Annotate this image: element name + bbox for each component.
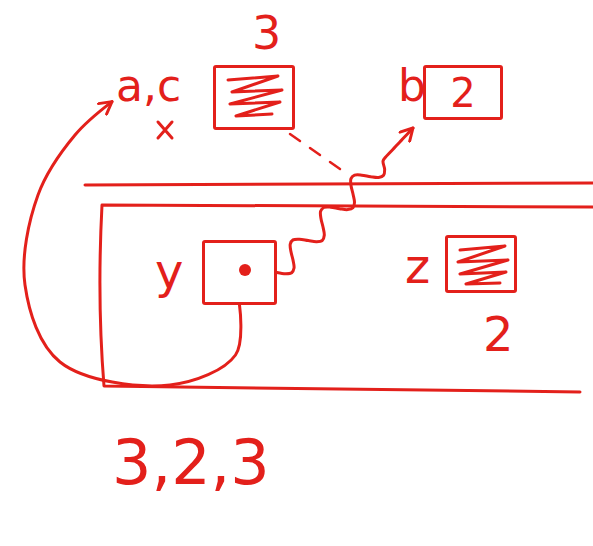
crossed-out-value	[228, 76, 282, 116]
cross-mark	[158, 122, 172, 138]
dashed-old-reference	[290, 134, 340, 169]
new-value: 3	[252, 10, 281, 56]
reference-arrow	[24, 102, 241, 386]
variable-name: a,c	[116, 64, 181, 108]
reference-dot	[239, 264, 251, 276]
variable-box: z2	[405, 232, 525, 367]
variable-name: b	[398, 64, 426, 108]
output-values: 3,2,3	[112, 432, 270, 494]
value-cell	[213, 65, 295, 130]
value-cell	[202, 240, 277, 305]
new-value: 2	[483, 310, 514, 358]
variable-box: y	[150, 235, 280, 310]
crossed-out-value	[458, 246, 508, 284]
variable-box: b2	[398, 60, 508, 125]
reference-arrow	[277, 128, 413, 274]
value: 2	[450, 73, 475, 113]
frame-line	[85, 183, 593, 185]
variable-box: a,c 3	[110, 8, 305, 138]
variable-name: z	[405, 242, 430, 290]
value-cell	[445, 235, 517, 293]
variable-name: y	[155, 247, 183, 295]
frame-outline	[100, 205, 593, 392]
